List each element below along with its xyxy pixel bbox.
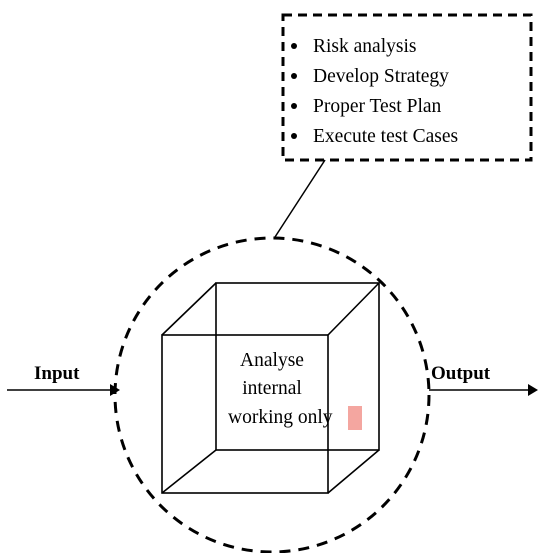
cube-edge: [327, 282, 380, 336]
wireframe-cube: [161, 282, 380, 494]
center-text-line2: internal: [242, 378, 302, 399]
input-label: Input: [34, 363, 80, 384]
output-label: Output: [431, 363, 491, 384]
bullet-dot: [291, 43, 297, 49]
callout-connector: [274, 159, 326, 238]
input-arrowhead: [110, 384, 120, 396]
text-highlight: [348, 406, 362, 430]
callout-list: Risk analysis Develop Strategy Proper Te…: [291, 36, 458, 147]
cube-front-face: [161, 334, 329, 494]
callout-item: Risk analysis: [313, 36, 416, 57]
center-text-line3: working only: [228, 407, 333, 428]
center-text-line1: Analyse: [240, 350, 304, 371]
callout-item: Execute test Cases: [313, 126, 458, 147]
callout-item: Develop Strategy: [313, 66, 449, 87]
bullet-dot: [291, 133, 297, 139]
callout-item: Proper Test Plan: [313, 96, 442, 117]
center-text-line3-main: working onl: [228, 407, 323, 428]
center-label: Analyse internal working only: [228, 350, 333, 428]
callout-box: [281, 13, 533, 162]
cube-edge: [161, 282, 217, 336]
boundary-circle: [113, 236, 431, 553]
bullet-dot: [291, 103, 297, 109]
output-arrowhead: [528, 384, 538, 396]
cube-edge: [327, 449, 380, 494]
bullet-dot: [291, 73, 297, 79]
center-text-line3-highlight: y: [323, 407, 333, 428]
cube-edge: [161, 449, 217, 494]
cube-back-face: [215, 282, 380, 451]
